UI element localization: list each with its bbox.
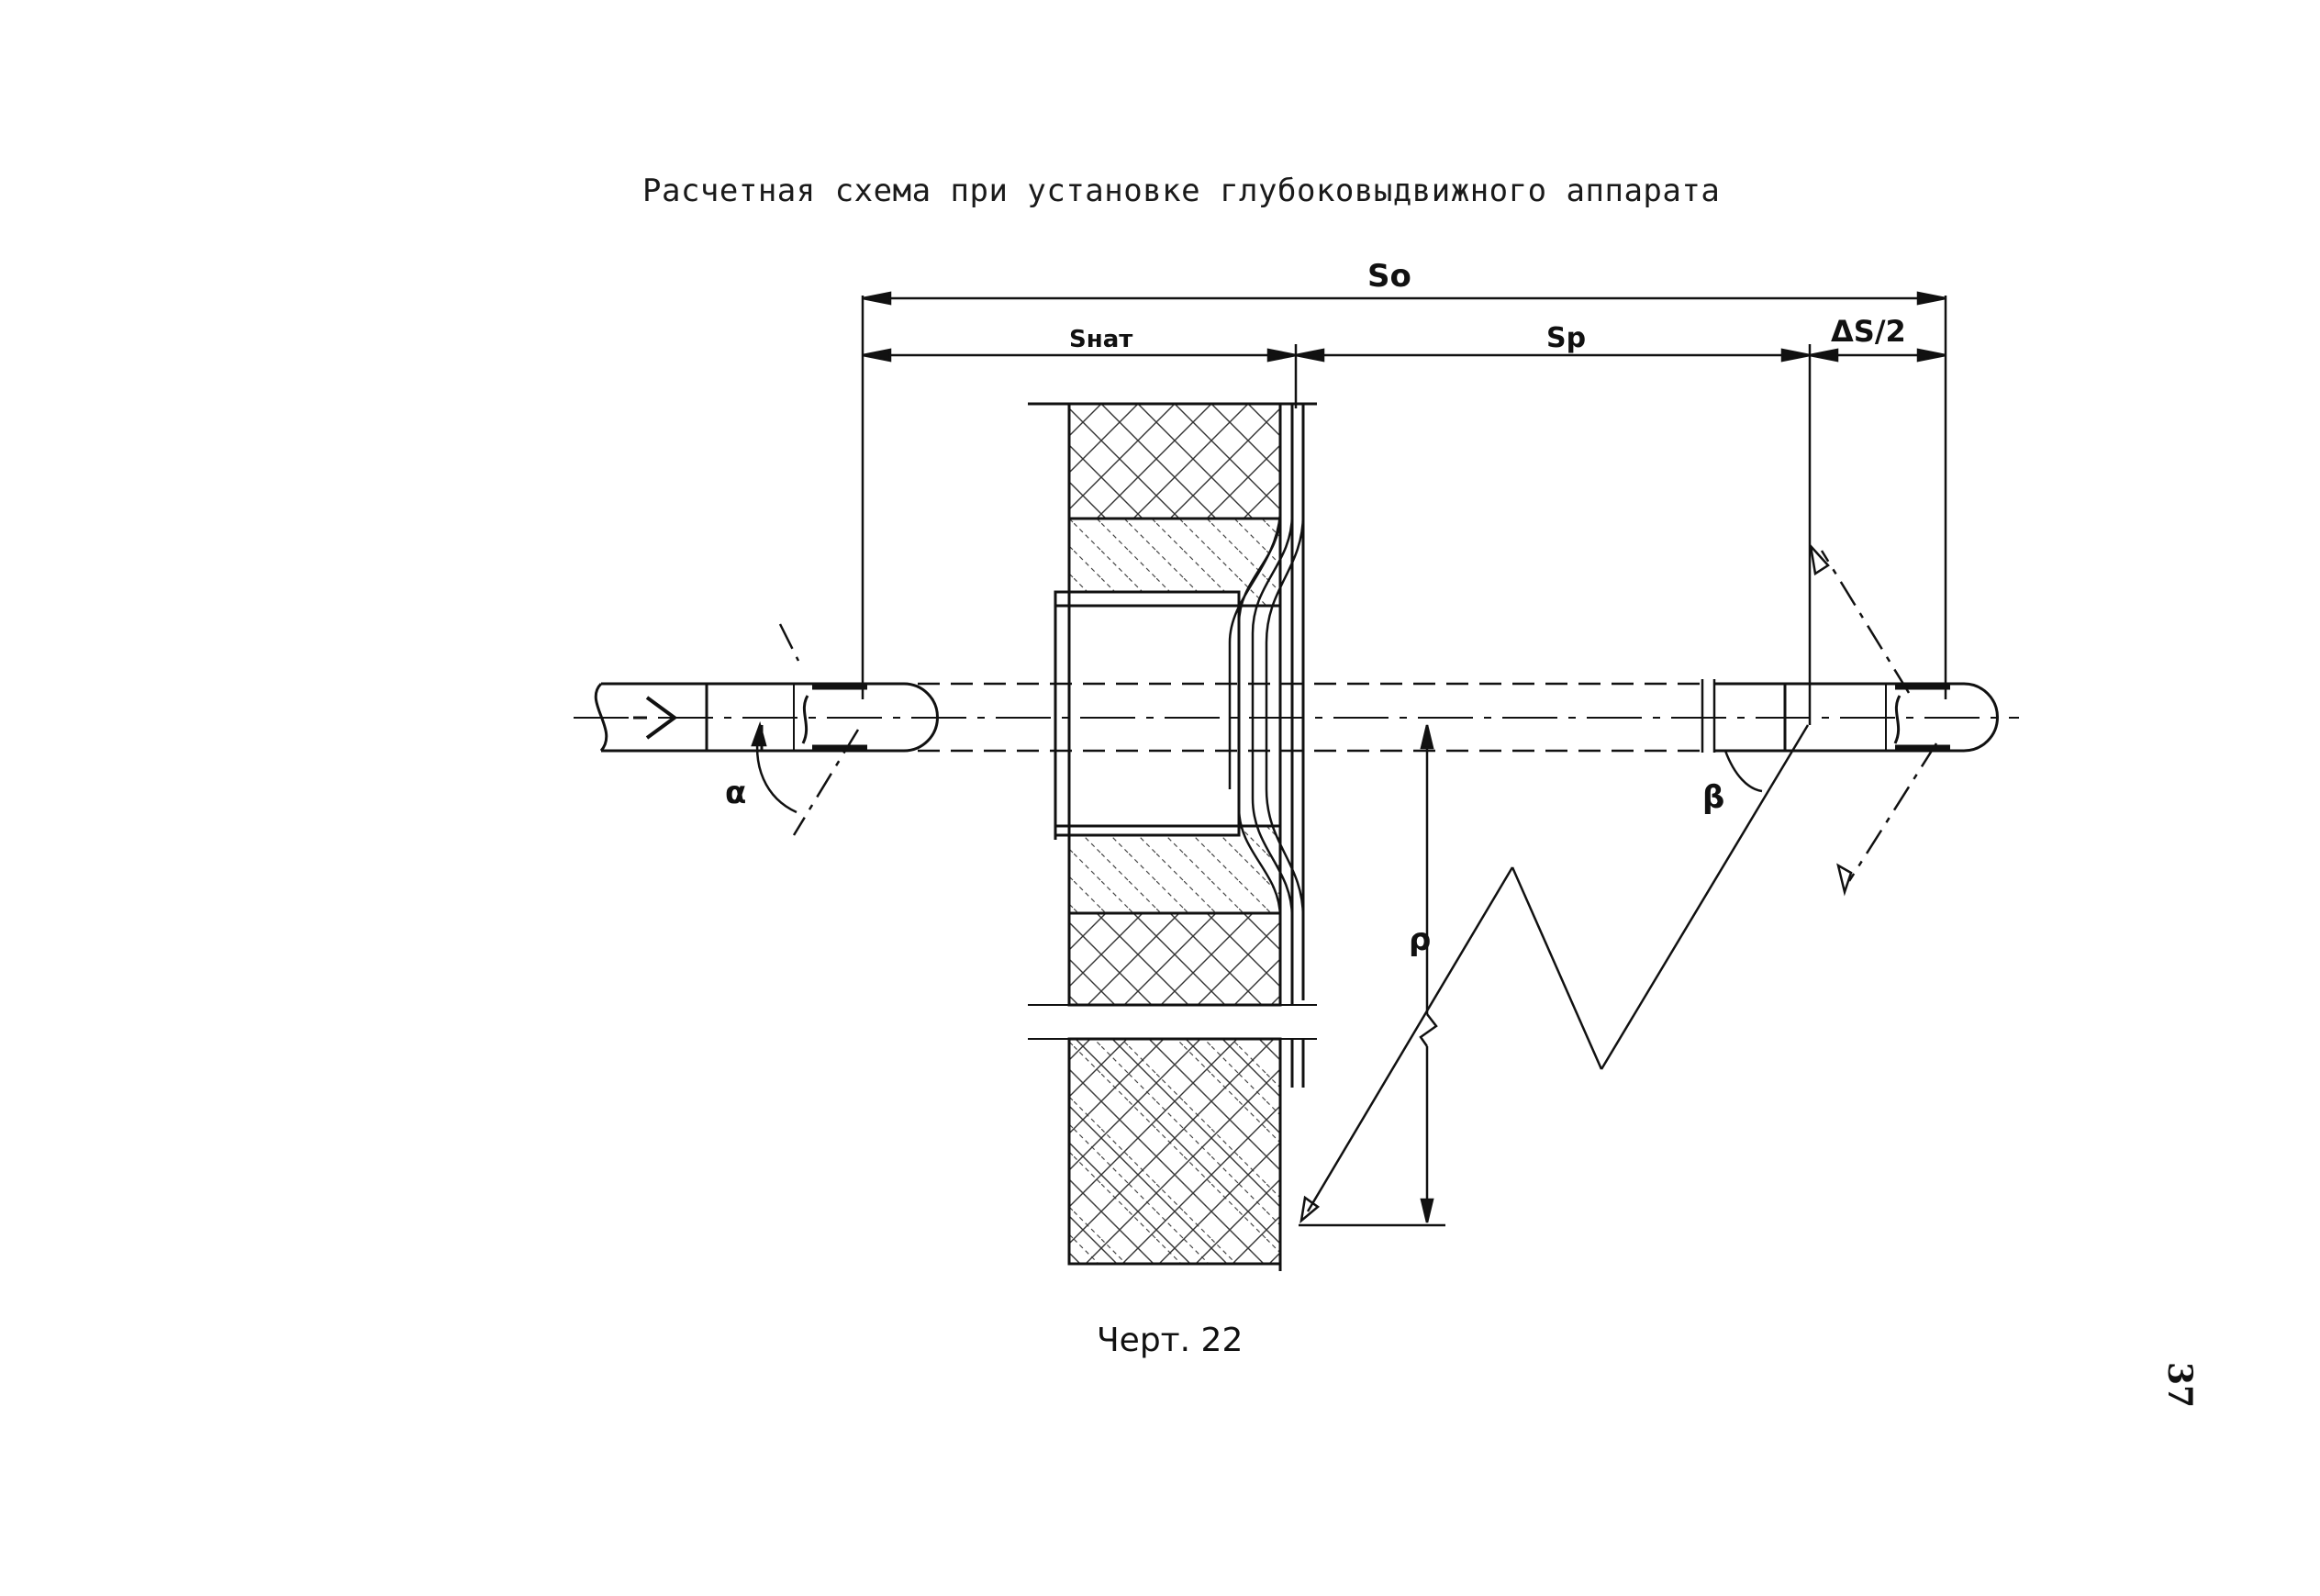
dim-label-snat: Sнат (1069, 326, 1132, 353)
dim-label-delta-s-half: ΔS/2 (1831, 314, 1906, 349)
tube-bends (1228, 513, 1305, 919)
rho-dimension (1299, 724, 1445, 1227)
figure-caption: Черт. 22 (1097, 1322, 1244, 1359)
nozzle-jets (778, 550, 1938, 882)
angle-beta-label: β (1702, 779, 1724, 816)
dimension-lines (861, 291, 1947, 725)
angle-alpha-label: α (725, 775, 746, 811)
page-title: Расчетная схема при установке глубоковыд… (642, 173, 1721, 209)
dim-label-so: So (1367, 258, 1411, 295)
dim-label-sp: Sр (1546, 322, 1586, 354)
lance (594, 679, 1999, 753)
angle-arcs (751, 720, 1763, 814)
angle-labels: α β (725, 775, 1724, 816)
jet-arrows (1809, 541, 1853, 897)
jet-trajectory (1299, 724, 1810, 1224)
page-number: 37 (2160, 1361, 2200, 1409)
dimension-labels: So Sнат Sр ΔS/2 (1069, 258, 1906, 354)
boiler-wall (1028, 402, 1317, 1271)
radius-rho-label: ρ (1409, 921, 1431, 958)
